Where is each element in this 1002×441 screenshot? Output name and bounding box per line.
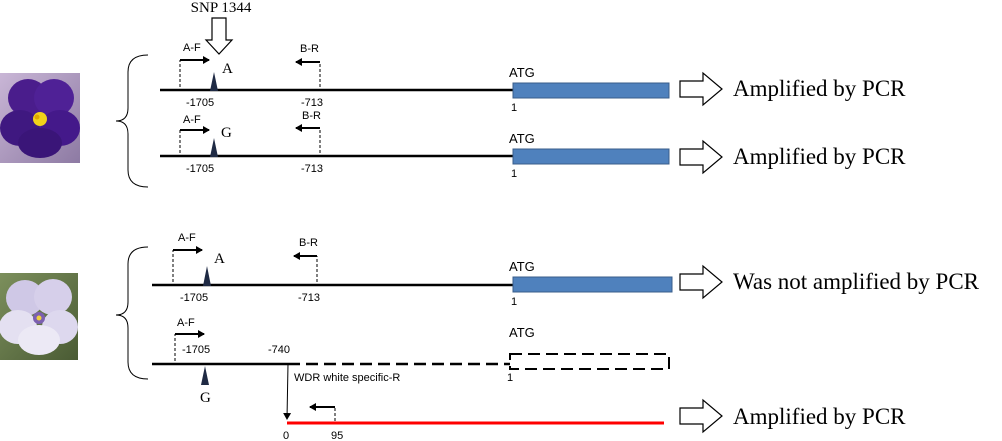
position-start: 1	[507, 372, 513, 384]
position-start: 1	[511, 296, 517, 308]
position-zero: 0	[283, 430, 289, 441]
gene-coding-box	[512, 82, 670, 99]
position-95: 95	[331, 430, 343, 441]
position-start: 1	[511, 168, 517, 180]
position-break: -740	[268, 344, 290, 356]
result-arrow	[679, 71, 723, 107]
snp-label: SNP 1344	[191, 0, 252, 16]
white-row-g: A-F -1705 -740 G ATG 1 WDR white specifi…	[152, 317, 906, 441]
start-codon-label: ATG	[509, 259, 535, 274]
start-codon-label: ATG	[509, 131, 535, 146]
gene-coding-box-dashed	[509, 353, 670, 370]
result-arrow	[679, 398, 723, 434]
allele-label: A	[222, 61, 233, 77]
allele-label: G	[200, 390, 211, 406]
position-left: -1705	[186, 163, 214, 175]
position-start: 1	[511, 102, 517, 114]
break-down-arrow	[283, 363, 292, 420]
start-codon-label: ATG	[509, 65, 535, 80]
brace-purple	[115, 54, 149, 188]
allele-label: A	[214, 251, 225, 267]
result-arrow	[679, 139, 723, 175]
purple-row-a: A-F B-R A -1705 -713 ATG 1 Amplified by …	[160, 42, 906, 114]
position-right: -713	[301, 97, 323, 109]
purple-flower-photo	[0, 73, 80, 163]
snp-marker	[201, 366, 209, 385]
result-text: Amplified by PCR	[733, 404, 906, 429]
position-right: -713	[298, 292, 320, 304]
result-text: Amplified by PCR	[733, 76, 906, 101]
gene-coding-box	[512, 276, 673, 293]
allele-label: G	[221, 125, 232, 141]
position-left: -1705	[186, 97, 214, 109]
forward-primer-label: A-F	[183, 42, 201, 54]
position-left: -1705	[180, 292, 208, 304]
position-right: -713	[301, 163, 323, 175]
position-left: -1705	[182, 344, 210, 356]
gene-coding-box	[512, 148, 670, 165]
specific-primer-label: WDR white specific-R	[294, 372, 400, 384]
start-codon-label: ATG	[509, 325, 535, 340]
purple-row-g: A-F B-R G -1705 -713 ATG 1 Amplified by …	[160, 110, 906, 180]
snp-marker	[203, 266, 211, 286]
result-arrow	[679, 264, 723, 300]
result-text: Was not amplified by PCR	[733, 269, 980, 294]
result-text: Amplified by PCR	[733, 144, 906, 169]
snp-marker	[210, 72, 218, 91]
brace-white	[115, 246, 149, 380]
reverse-primer-label: B-R	[300, 43, 319, 55]
reverse-primer-label: B-R	[302, 110, 321, 122]
forward-primer-label: A-F	[178, 232, 196, 244]
snp-down-arrow	[204, 17, 234, 55]
forward-primer-label: A-F	[177, 317, 195, 329]
white-row-a: A-F B-R A -1705 -713 ATG 1 Was not ampli…	[152, 232, 980, 308]
white-flower-photo	[0, 273, 78, 360]
reverse-primer-label: B-R	[299, 237, 318, 249]
snp-marker	[210, 138, 218, 157]
forward-primer-label: A-F	[183, 114, 201, 126]
